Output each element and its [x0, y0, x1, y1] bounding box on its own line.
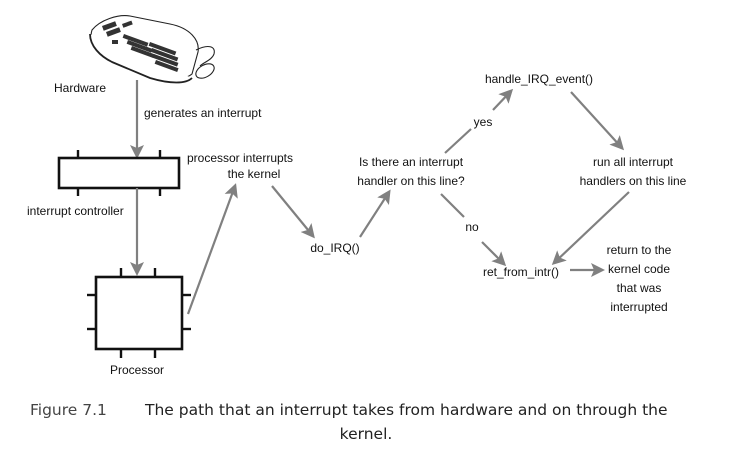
ret-from-intr-label: ret_from_intr() [483, 265, 559, 279]
arrow-run-all-to-ret-from-intr [551, 191, 630, 266]
keyboard-and-mouse-icon [89, 15, 215, 84]
arrow-kernel-to-do-irq [271, 185, 315, 239]
yes-label: yes [474, 115, 493, 129]
generates-interrupt-label: generates an interrupt [144, 106, 262, 120]
no-label: no [465, 220, 479, 234]
no-branch-line [440, 193, 465, 218]
arrow-handle-irq-to-run-all [570, 91, 625, 151]
return-label-line3: that was [617, 281, 662, 295]
return-label-line1: return to the [607, 243, 672, 257]
yes-branch-arrow [492, 88, 514, 111]
interrupt-controller-label: interrupt controller [27, 204, 124, 218]
handle-irq-event-label: handle_IRQ_event() [485, 72, 593, 86]
yes-branch-line [444, 128, 472, 154]
return-label-line4: interrupted [610, 300, 667, 314]
do-irq-label: do_IRQ() [310, 241, 359, 255]
processor-interrupts-label-line1: processor interrupts [187, 151, 293, 165]
processor-box [87, 268, 191, 358]
caption-line2: kernel. [340, 425, 393, 443]
no-branch-arrow [481, 241, 507, 267]
hardware-label: Hardware [54, 81, 106, 95]
arrow-do-irq-to-decision [359, 189, 391, 238]
caption-line1: The path that an interrupt takes from ha… [144, 401, 668, 419]
interrupt-controller-box [57, 150, 181, 196]
processor-interrupts-label-line2: the kernel [228, 167, 281, 181]
return-label-line2: kernel code [608, 262, 670, 276]
figure-number: Figure 7.1 [30, 401, 107, 419]
decision-label-line2: handler on this line? [357, 174, 465, 188]
run-all-label-line1: run all interrupt [593, 155, 674, 169]
arrow-processor-to-kernel [186, 183, 238, 315]
run-all-label-line2: handlers on this line [580, 174, 687, 188]
decision-label-line1: Is there an interrupt [359, 155, 464, 169]
processor-label: Processor [110, 363, 164, 377]
